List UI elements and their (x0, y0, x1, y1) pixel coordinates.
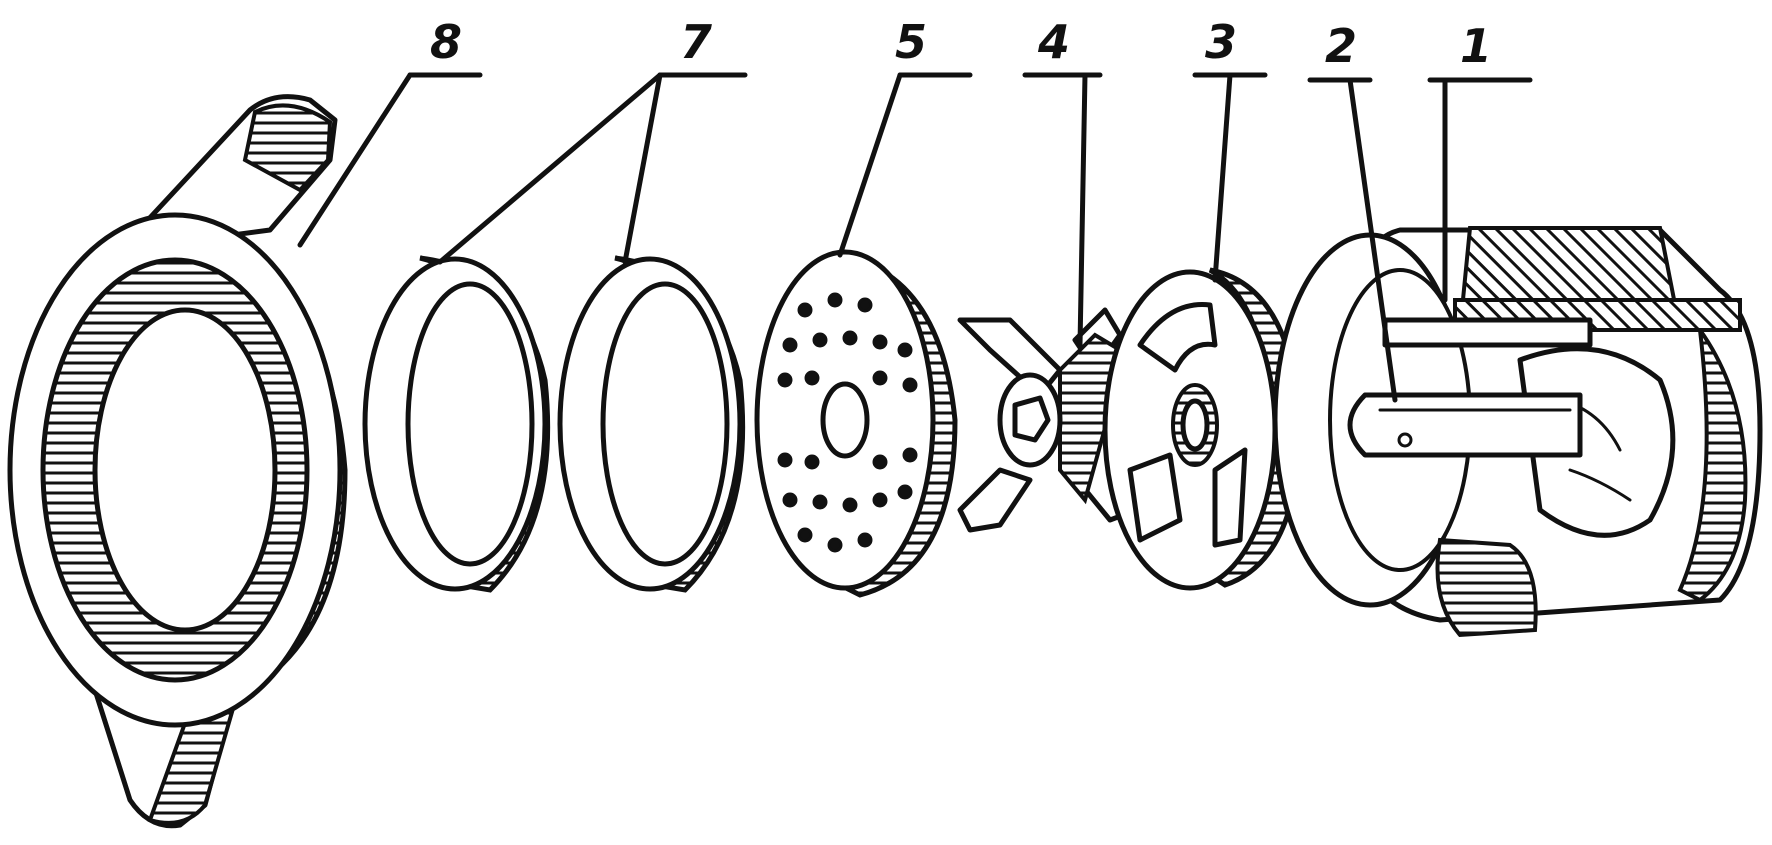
part-2-shaft (1307, 77, 1593, 458)
label-4: 4 (1037, 15, 1070, 69)
part-3-support-grid (1102, 72, 1303, 591)
grid-holes (777, 292, 918, 553)
label-1: 1 (1460, 19, 1492, 73)
label-5: 5 (895, 15, 927, 69)
part-1-housing (1272, 77, 1763, 638)
part-5-grid-plate (754, 72, 973, 598)
label-2: 2 (1325, 19, 1357, 73)
part-8-ring-nut (7, 72, 483, 829)
part-7-spacer-rings (362, 72, 748, 593)
label-8: 8 (430, 15, 462, 69)
label-3: 3 (1205, 15, 1237, 69)
label-7: 7 (680, 15, 712, 69)
